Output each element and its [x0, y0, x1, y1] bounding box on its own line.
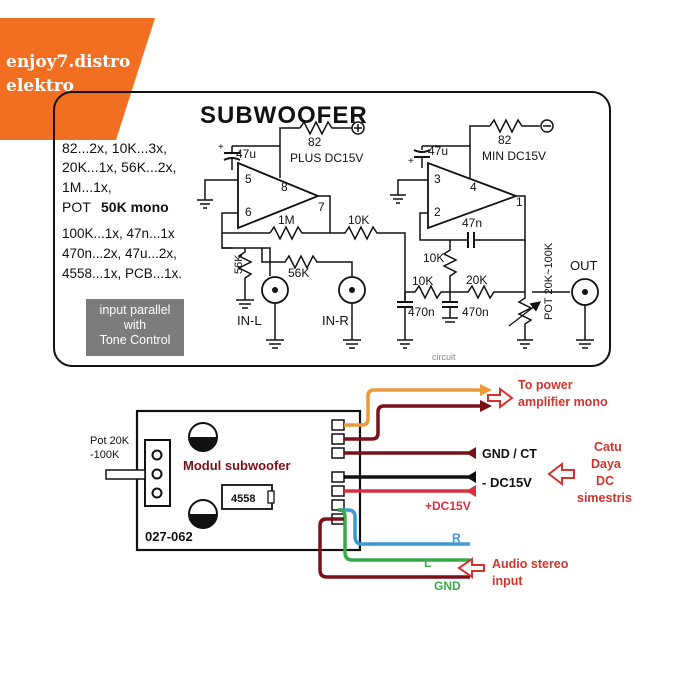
svg-text:56K: 56K	[233, 254, 245, 274]
svg-text:2: 2	[434, 205, 441, 219]
svg-text:To power: To power	[518, 378, 573, 392]
svg-text:8: 8	[281, 180, 288, 194]
parts-line-2: 20K...1x, 56K...2x,	[62, 159, 176, 175]
arrow-audio-input	[457, 557, 485, 579]
svg-text:10K: 10K	[423, 251, 444, 265]
svg-text:56K: 56K	[288, 266, 309, 280]
svg-text:PLUS DC15V: PLUS DC15V	[290, 151, 363, 165]
module-board	[135, 409, 362, 552]
svg-text:Daya: Daya	[591, 457, 622, 471]
svg-text:simestris: simestris	[577, 491, 632, 505]
parts-line-1: 82...2x, 10K...3x,	[62, 140, 167, 156]
arrow-to-power	[487, 387, 514, 409]
svg-text:IN-R: IN-R	[322, 313, 349, 328]
resistor-56k-a	[237, 248, 253, 300]
wire-maroon-top	[344, 404, 480, 441]
svg-text:10K: 10K	[348, 213, 369, 227]
svg-text:6: 6	[245, 205, 252, 219]
resistor-56k-b	[261, 248, 353, 276]
svg-text:+: +	[218, 142, 224, 153]
svg-text:Audio stereo: Audio stereo	[492, 557, 569, 571]
svg-text:47u: 47u	[428, 144, 448, 158]
svg-text:10K: 10K	[412, 274, 433, 288]
svg-text:+: +	[408, 156, 414, 167]
svg-text:7: 7	[318, 200, 325, 214]
svg-text:MIN DC15V: MIN DC15V	[482, 149, 546, 163]
svg-text:- DC15V: - DC15V	[482, 475, 532, 490]
resistor-10k-b	[442, 240, 458, 292]
svg-text:47n: 47n	[462, 216, 482, 230]
svg-text:82: 82	[308, 135, 322, 149]
svg-text:4558: 4558	[231, 493, 255, 505]
svg-text:47u: 47u	[236, 147, 256, 161]
svg-text:-100K: -100K	[90, 449, 120, 461]
resistor-1m	[269, 225, 330, 241]
parts-line-4b: 50K mono	[101, 199, 169, 215]
wire-l	[338, 508, 470, 562]
svg-text:20K: 20K	[466, 273, 487, 287]
svg-text:027-062: 027-062	[145, 529, 193, 544]
resistor-20k	[450, 284, 525, 300]
svg-text:470n: 470n	[408, 305, 435, 319]
brand-banner	[0, 18, 155, 140]
schematic-frame	[53, 91, 611, 367]
schematic-title: SUBWOOFER	[200, 102, 368, 129]
svg-text:DC: DC	[596, 474, 614, 488]
note-line-3: Tone Control	[99, 333, 171, 347]
brand-line-2: elektro	[6, 76, 75, 96]
svg-text:OUT: OUT	[570, 258, 598, 273]
arrow-power-supply	[547, 461, 575, 487]
svg-text:Catu: Catu	[594, 440, 622, 454]
pot-resistor	[517, 292, 533, 340]
parts-line-4: POT	[62, 199, 91, 215]
note-box: input parallel with Tone Control	[86, 299, 184, 356]
svg-text:R: R	[452, 531, 461, 545]
wire-gnd	[318, 517, 470, 579]
svg-text:GND: GND	[434, 579, 461, 593]
opamp-right	[427, 161, 519, 230]
svg-text:4: 4	[470, 180, 477, 194]
parts-line-3: 1M...1x,	[62, 179, 112, 195]
svg-text:+DC15V: +DC15V	[425, 499, 471, 513]
resistor-10k-c	[405, 284, 450, 300]
cap-47u-right	[413, 149, 431, 153]
svg-text:IN-L: IN-L	[237, 313, 262, 328]
brand-line-1: enjoy7.distro	[6, 52, 131, 72]
opamp-left	[237, 161, 321, 230]
svg-text:amplifier mono: amplifier mono	[518, 395, 608, 409]
wire-orange	[344, 388, 480, 427]
resistor-82-right	[489, 118, 540, 134]
svg-text:Pot 20K: Pot 20K	[90, 435, 130, 447]
pot-shaft	[105, 469, 146, 480]
svg-text:470n: 470n	[462, 305, 489, 319]
svg-text:Modul subwoofer: Modul subwoofer	[183, 458, 291, 473]
parts-line-7: 4558...1x, PCB...1x.	[62, 266, 182, 281]
svg-text:5: 5	[245, 172, 252, 186]
resistor-82-left	[299, 120, 352, 136]
svg-text:input: input	[492, 574, 523, 588]
svg-text:POT 20K~100K: POT 20K~100K	[543, 242, 555, 320]
parts-line-5: 100K...1x, 47n...1x	[62, 226, 175, 241]
watermark: circuit	[432, 352, 456, 362]
resistor-10k-a	[330, 225, 406, 300]
svg-text:1M: 1M	[278, 213, 295, 227]
svg-text:1: 1	[516, 195, 523, 209]
svg-text:L: L	[424, 556, 431, 570]
note-line-1: input parallel	[99, 303, 171, 317]
parts-line-6: 470n...2x, 47u...2x,	[62, 246, 177, 261]
wire-r	[338, 508, 470, 546]
note-line-2: with	[123, 318, 147, 332]
svg-text:GND / CT: GND / CT	[482, 447, 537, 461]
svg-text:3: 3	[434, 172, 441, 186]
svg-text:82: 82	[498, 133, 512, 147]
